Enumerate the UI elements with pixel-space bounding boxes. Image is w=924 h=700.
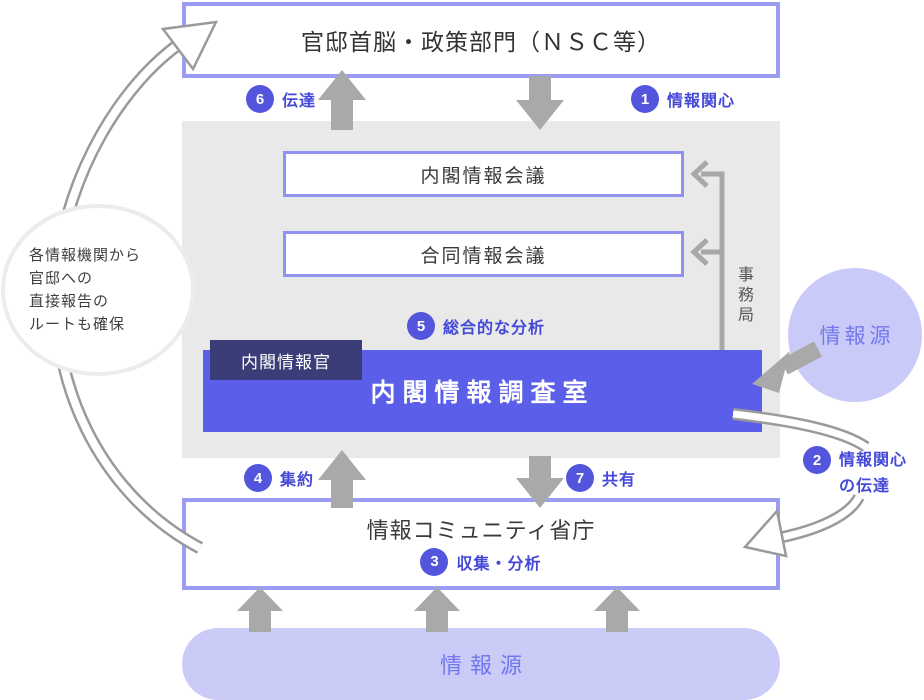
source-bottom-label: 情報源	[439, 653, 530, 678]
note-line-1: 各情報機関から	[29, 246, 142, 264]
direct-report-note-circle: 各情報機関から 官邸への 直接報告の ルートも確保	[1, 204, 195, 376]
secretariat-label: 事務局	[735, 266, 752, 326]
badge-4: 4 集約	[244, 464, 314, 492]
badge-7: 7 共有	[566, 464, 636, 492]
naikaku-joho-kaigi-label: 内閣情報会議	[420, 165, 547, 187]
badge-4-label: 集約	[280, 472, 315, 489]
kantei-label: 官邸首脳・政策部門（ＮＳＣ等）	[301, 29, 661, 55]
badge-7-number: 7	[566, 464, 594, 492]
badge-1-number: 1	[631, 85, 659, 113]
badge-5: 5 総合的な分析	[407, 312, 545, 340]
badge-4-number: 4	[244, 464, 272, 492]
badge-2: 2 情報関心 の伝達	[803, 446, 907, 496]
kantei-box: 官邸首脳・政策部門（ＮＳＣ等）	[182, 2, 780, 78]
badge-6-number: 6	[246, 85, 274, 113]
ciro-label: 内閣情報調査室	[370, 379, 595, 407]
badge-3: 3 収集・分析	[420, 547, 542, 576]
note-line-3: 直接報告の	[29, 293, 110, 310]
source-up-arrow-1-icon	[237, 587, 283, 632]
badge-3-label: 収集・分析	[456, 555, 542, 573]
community-box: 情報コミュニティ省庁 3 収集・分析	[182, 498, 780, 590]
badge-2-label: 情報関心	[839, 452, 908, 469]
godo-joho-kaigi-box: 合同情報会議	[283, 231, 684, 277]
source-bottom-band: 情報源	[182, 628, 780, 700]
badge-1: 1 情報関心	[631, 85, 735, 113]
badge-6: 6 伝達	[246, 85, 316, 113]
badge-5-number: 5	[407, 312, 435, 340]
badge-2-number: 2	[803, 446, 831, 474]
ciro-tab-label: 内閣情報官	[241, 352, 331, 372]
source-right-circle: 情報源	[788, 268, 922, 402]
ciro-tab: 内閣情報官	[210, 340, 362, 380]
badge-5-label: 総合的な分析	[443, 320, 546, 337]
godo-joho-kaigi-label: 合同情報会議	[420, 245, 547, 267]
badge-7-label: 共有	[602, 472, 637, 489]
community-label: 情報コミュニティ省庁	[366, 517, 596, 543]
source-right-label: 情報源	[819, 325, 895, 348]
badge-2-label-2: の伝達	[839, 478, 891, 495]
badge-6-label: 伝達	[282, 93, 317, 110]
source-up-arrow-3-icon	[594, 587, 640, 632]
naikaku-joho-kaigi-box: 内閣情報会議	[283, 151, 684, 197]
badge-3-number: 3	[420, 547, 449, 576]
note-line-4: ルートも確保	[29, 316, 126, 334]
source-up-arrow-2-icon	[414, 587, 460, 632]
badge-1-label: 情報関心	[667, 93, 736, 110]
note-line-2: 官邸への	[29, 269, 94, 287]
